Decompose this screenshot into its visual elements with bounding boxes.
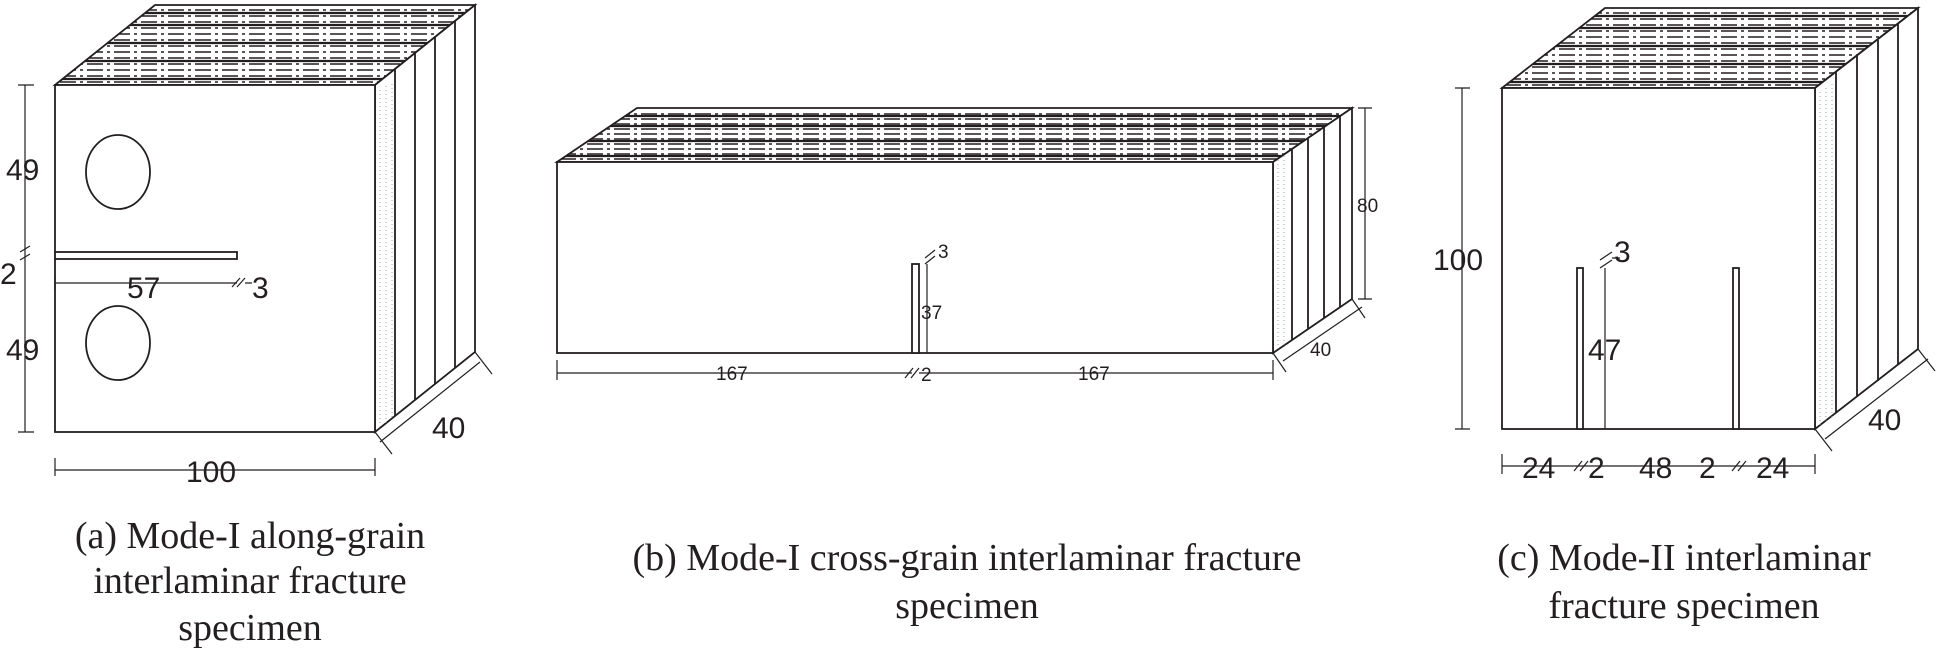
- dim-c-gap2: 2: [1699, 452, 1716, 485]
- dim-a-notch-length: 57: [127, 272, 160, 305]
- panel-b-dimensions: 80 3 37 167 2 167 40: [556, 107, 1378, 386]
- dim-a-top-half: 49: [6, 154, 39, 187]
- panel-c-left-notch: [1576, 267, 1584, 430]
- dim-b-depth: 40: [1310, 340, 1331, 361]
- dim-c-height: 100: [1433, 244, 1483, 277]
- dim-c-gap1: 2: [1588, 452, 1605, 485]
- dim-c-notch-depth: 47: [1588, 334, 1621, 367]
- caption-a-line3: specimen: [178, 607, 322, 649]
- panel-b-caption: (b) Mode-I cross-grain interlaminar frac…: [633, 537, 1302, 627]
- caption-a-line1: (a) Mode-I along-grain: [75, 515, 425, 557]
- panel-c-right-notch: [1732, 267, 1740, 430]
- dim-b-height: 80: [1357, 196, 1378, 217]
- caption-c-line2: fracture specimen: [1548, 585, 1819, 627]
- dim-c-mid: 48: [1639, 452, 1672, 485]
- panel-a-notch: [54, 251, 238, 260]
- dim-a-gap: 2: [0, 258, 17, 291]
- dim-c-seg1: 24: [1522, 452, 1555, 485]
- caption-b-line2: specimen: [895, 585, 1039, 627]
- dim-b-left: 167: [716, 364, 748, 385]
- dim-c-notch-width: 3: [1614, 236, 1631, 269]
- dim-b-right: 167: [1078, 364, 1110, 385]
- panel-c-specimen: [1499, 6, 1921, 431]
- dim-a-width: 100: [186, 456, 236, 489]
- caption-c-line1: (c) Mode-II interlaminar: [1497, 537, 1871, 579]
- dim-c-seg2: 24: [1756, 452, 1789, 485]
- panel-a-upper-hole: [85, 134, 151, 210]
- panel-b-specimen: [554, 106, 1355, 355]
- panel-c-dimensions: 100 3 47 24 2 48 2 24 40: [1433, 87, 1936, 485]
- dim-b-notch-width: 3: [938, 242, 949, 263]
- panel-b-notch: [911, 263, 920, 354]
- panel-b-grain-pattern: [560, 113, 1352, 160]
- panel-c-caption: (c) Mode-II interlaminar fracture specim…: [1497, 537, 1871, 627]
- panel-c-grain-pattern: [1505, 12, 1918, 86]
- panel-a-caption: (a) Mode-I along-grain interlaminar frac…: [75, 515, 425, 649]
- panel-a-grain-pattern: [60, 9, 475, 83]
- panel-a-lower-hole: [85, 305, 151, 381]
- caption-b-line1: (b) Mode-I cross-grain interlaminar frac…: [633, 537, 1302, 579]
- dim-b-gap: 2: [921, 365, 932, 386]
- dim-a-bottom-half: 49: [6, 334, 39, 367]
- dim-a-depth: 40: [432, 412, 465, 445]
- panel-a-dimensions: 49 2 57 3 49 100 40: [0, 84, 493, 489]
- dim-b-notch-depth: 37: [921, 303, 942, 324]
- caption-a-line2: interlaminar fracture: [93, 560, 406, 602]
- panel-a-specimen: [52, 3, 478, 434]
- dim-a-notch-width: 3: [252, 272, 269, 305]
- dim-c-depth: 40: [1868, 404, 1901, 437]
